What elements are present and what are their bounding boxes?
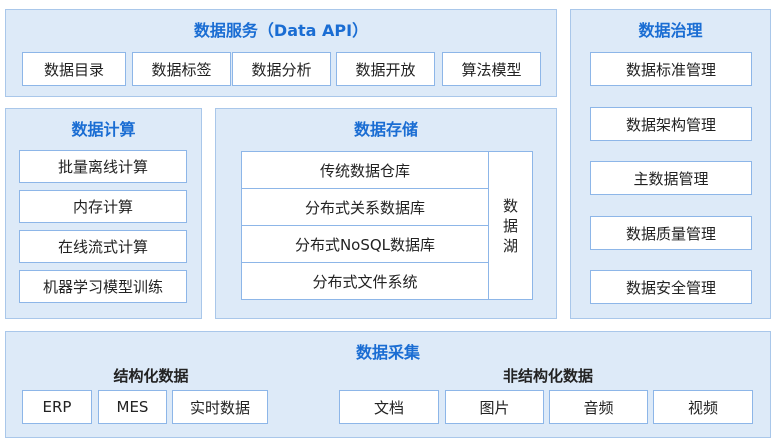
- data-service-title: 数据服务（Data API）: [193, 21, 369, 40]
- data-compute-panel: 数据计算 批量离线计算 内存计算 在线流式计算 机器学习模型训练: [5, 108, 202, 319]
- data-governance-panel: 数据治理 数据标准管理 数据架构管理 主数据管理 数据质量管理 数据安全管理: [570, 9, 771, 319]
- collection-item-erp[interactable]: ERP: [22, 390, 92, 424]
- service-item-algorithm[interactable]: 算法模型: [442, 52, 541, 86]
- governance-item-architecture[interactable]: 数据架构管理: [590, 107, 752, 141]
- data-collection-title: 数据采集: [355, 343, 420, 362]
- storage-item-warehouse[interactable]: 传统数据仓库: [241, 151, 489, 189]
- storage-item-filesystem[interactable]: 分布式文件系统: [241, 262, 489, 300]
- collection-item-video[interactable]: 视频: [653, 390, 753, 424]
- data-lake-char-3: 湖: [502, 236, 518, 255]
- collection-item-audio[interactable]: 音频: [549, 390, 648, 424]
- storage-item-nosql[interactable]: 分布式NoSQL数据库: [241, 225, 489, 263]
- governance-item-security[interactable]: 数据安全管理: [590, 270, 752, 304]
- compute-item-ml[interactable]: 机器学习模型训练: [19, 270, 187, 303]
- data-lake-char-2: 据: [502, 216, 518, 235]
- collection-item-documents[interactable]: 文档: [339, 390, 439, 424]
- governance-item-master[interactable]: 主数据管理: [590, 161, 752, 195]
- data-lake-char-1: 数: [502, 196, 518, 215]
- collection-item-realtime[interactable]: 实时数据: [172, 390, 268, 424]
- compute-item-memory[interactable]: 内存计算: [19, 190, 187, 223]
- compute-item-stream[interactable]: 在线流式计算: [19, 230, 187, 263]
- governance-item-standard[interactable]: 数据标准管理: [590, 52, 752, 86]
- collection-item-images[interactable]: 图片: [445, 390, 544, 424]
- service-item-tags[interactable]: 数据标签: [132, 52, 231, 86]
- data-compute-title: 数据计算: [71, 120, 136, 139]
- storage-item-relational[interactable]: 分布式关系数据库: [241, 188, 489, 226]
- structured-data-title: 结构化数据: [113, 367, 189, 385]
- service-item-catalog[interactable]: 数据目录: [22, 52, 126, 86]
- service-item-open[interactable]: 数据开放: [336, 52, 435, 86]
- governance-item-quality[interactable]: 数据质量管理: [590, 216, 752, 250]
- data-storage-panel: 数据存储 传统数据仓库 分布式关系数据库 分布式NoSQL数据库 分布式文件系统…: [215, 108, 557, 319]
- collection-item-mes[interactable]: MES: [98, 390, 167, 424]
- data-service-panel: 数据服务（Data API） 数据目录 数据标签 数据分析 数据开放 算法模型: [5, 9, 557, 97]
- data-storage-title: 数据存储: [353, 120, 418, 139]
- data-collection-panel: 数据采集 结构化数据 非结构化数据 ERP MES 实时数据 文档 图片 音频 …: [5, 331, 771, 438]
- unstructured-data-title: 非结构化数据: [502, 367, 593, 385]
- compute-item-batch[interactable]: 批量离线计算: [19, 150, 187, 183]
- service-item-analysis[interactable]: 数据分析: [232, 52, 331, 86]
- data-lake-box[interactable]: 数 据 湖: [488, 151, 533, 300]
- data-governance-title: 数据治理: [638, 21, 703, 40]
